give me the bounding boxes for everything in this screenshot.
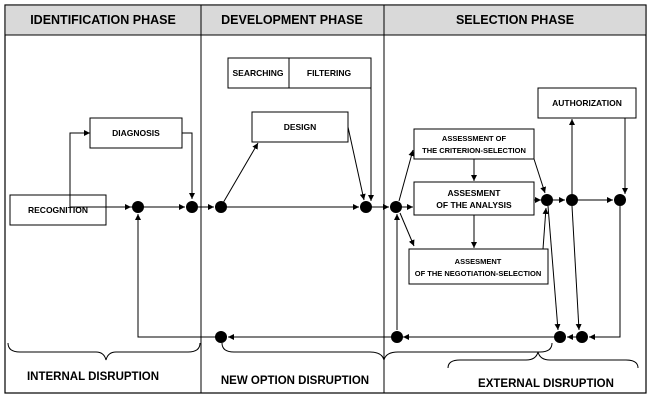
searching-filtering-box: [227, 57, 372, 89]
arrow-diagnosis-node2: [182, 132, 195, 199]
junction-node-12: [215, 331, 227, 343]
junction-node-8: [614, 194, 626, 206]
arrow-negotiation-node6: [542, 207, 549, 250]
new-option-disruption-label: NEW OPTION DISRUPTION: [221, 375, 369, 387]
filtering-label: FILTERING: [307, 68, 352, 78]
criterion-selection-box: [413, 128, 535, 160]
recognition-box: [9, 194, 107, 226]
phase-header-selection: [383, 4, 647, 36]
junction-node-10: [576, 331, 588, 343]
junction-node-5: [390, 201, 402, 213]
negotiation-label-2: OF THE NEGOTIATION-SELECTION: [415, 269, 542, 278]
internal-disruption-label: INTERNAL DISRUPTION: [27, 371, 159, 383]
junction-node-7: [566, 194, 578, 206]
phase-title-selection: SELECTION PHASE: [456, 13, 574, 27]
criterion-label-2: THE CRITERION-SELECTION: [422, 146, 526, 155]
external-disruption-label: EXTERNAL DISRUPTION: [478, 378, 614, 390]
analysis-box: [413, 181, 535, 216]
authorization-box: [537, 87, 637, 119]
diagnosis-label: DIAGNOSIS: [112, 128, 160, 138]
arrow-node6-node9: [547, 205, 561, 331]
phase-header-identification: [4, 4, 202, 36]
arrow-node7-node10: [571, 205, 582, 331]
new-option-disruption-brace: [221, 342, 553, 361]
analysis-label-1: ASSESMENT: [448, 188, 502, 198]
negotiation-selection-box: [408, 248, 549, 285]
criterion-label-1: ASSESSMENT OF: [442, 134, 507, 143]
arrow-node12-node1: [135, 214, 216, 338]
arrow-node3-design: [222, 142, 259, 204]
negotiation-label-1: ASSESMENT: [455, 257, 502, 266]
arrow-design-node4: [347, 126, 366, 201]
junction-node-4: [360, 201, 372, 213]
recognition-label: RECOGNITION: [28, 205, 88, 215]
design-label: DESIGN: [284, 122, 317, 132]
searching-label: SEARCHING: [232, 68, 283, 78]
phase-header-development: [200, 4, 385, 36]
junction-node-3: [215, 201, 227, 213]
design-box: [251, 111, 349, 143]
junction-node-11: [391, 331, 403, 343]
arrow-node8-node10: [589, 206, 621, 340]
junction-node-6: [541, 194, 553, 206]
junction-node-2: [186, 201, 198, 213]
junction-node-9: [554, 331, 566, 343]
phase-title-identification: IDENTIFICATION PHASE: [30, 13, 176, 27]
internal-disruption-brace: [7, 342, 201, 361]
phase-title-development: DEVELOPMENT PHASE: [221, 13, 363, 27]
arrow-node5-negotiation: [399, 212, 415, 247]
arrow-node5-criterion: [398, 149, 415, 202]
analysis-label-2: OF THE ANALYSIS: [436, 200, 512, 210]
junction-node-1: [132, 201, 144, 213]
external-disruption-brace: [447, 351, 639, 369]
arrow-criterion-node6: [533, 158, 547, 194]
authorization-label: AUTHORIZATION: [552, 98, 622, 108]
arrow-to-diagnosis: [69, 130, 134, 208]
